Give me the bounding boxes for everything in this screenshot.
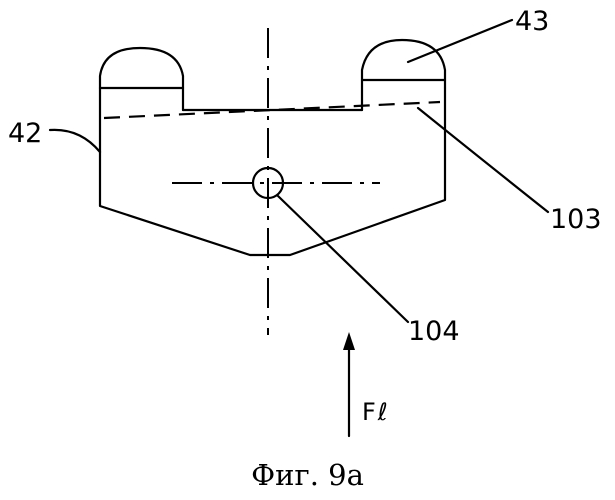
leader-42 [50,130,100,152]
leader-43 [408,20,512,62]
leader-103 [418,108,548,212]
body-outline [100,88,445,255]
label-104: 104 [408,316,460,347]
left-pin [100,48,183,110]
label-42: 42 [8,118,42,149]
right-pin [362,40,445,110]
force-arrow-head [343,332,355,350]
label-force: Fℓ [362,398,390,426]
leader-104 [278,196,408,322]
label-43: 43 [515,6,549,37]
label-103: 103 [550,204,602,235]
figure-caption: Фиг. 9a [0,458,615,492]
